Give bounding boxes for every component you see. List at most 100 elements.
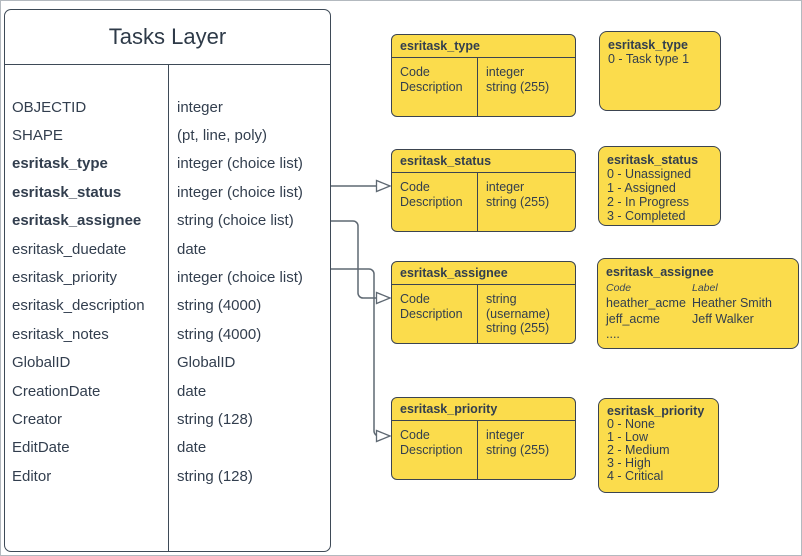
value-box-title: esritask_type	[608, 38, 688, 52]
value-box-esritask-type: esritask_type 0 - Task type 1	[599, 31, 721, 111]
assignee-code: heather_acme	[606, 296, 686, 310]
field-row-esritask-notes: esritask_notes string (4000)	[5, 320, 330, 348]
tasks-layer-body: OBJECTID integer SHAPE (pt, line, poly) es…	[5, 65, 330, 552]
field-type: string (choice list)	[177, 212, 294, 230]
schema-field: Code	[400, 65, 430, 79]
schema-box-body: Code Description string (username) strin…	[392, 285, 575, 344]
field-name: SHAPE	[12, 127, 63, 145]
schema-type: integer	[486, 428, 525, 442]
field-row-objectid: OBJECTID integer	[5, 93, 330, 121]
schema-fields-cell: Code Description	[392, 421, 477, 480]
field-type: GlobalID	[177, 354, 236, 372]
field-name: esritask_notes	[12, 325, 109, 343]
assignee-code-header: Code	[606, 281, 632, 294]
assignee-code: jeff_acme	[606, 311, 660, 326]
field-row-shape: SHAPE (pt, line, poly)	[5, 121, 330, 149]
connector-priority	[331, 268, 380, 437]
arrowhead-assignee	[375, 291, 392, 305]
connector-assignee	[331, 220, 377, 299]
schema-types-cell: integer string (255)	[477, 58, 575, 117]
tasks-layer-title: Tasks Layer	[5, 10, 330, 65]
field-type: integer (choice list)	[177, 269, 303, 287]
value-box-esritask-status: esritask_status 0 - Unassigned 1 - Assig…	[598, 146, 721, 226]
schema-type: string (255)	[486, 79, 550, 94]
schema-box-title: esritask_assignee	[392, 262, 575, 285]
schema-field: Description	[400, 306, 463, 321]
value-item: 1 - Low	[607, 429, 648, 444]
schema-type: string (255)	[486, 442, 550, 457]
field-row-esritask-assignee: esritask_assignee string (choice list)	[5, 207, 330, 235]
schema-type: string (255)	[486, 321, 550, 335]
value-item: 3 - Completed	[607, 209, 686, 223]
assignee-ellipsis: ....	[606, 327, 620, 341]
field-row-creator: Creator string (128)	[5, 405, 330, 433]
field-row-esritask-priority: esritask_priority integer (choice list)	[5, 263, 330, 291]
value-item: 1 - Assigned	[607, 181, 676, 195]
tasks-layer-table: Tasks Layer OBJECTID integer SHAPE (pt, li…	[4, 9, 331, 552]
schema-types-cell: integer string (255)	[477, 173, 575, 232]
assignee-row: jeff_acme Jeff Walker	[606, 312, 790, 328]
field-name: OBJECTID	[12, 98, 87, 116]
schema-box-title: esritask_type	[392, 35, 575, 58]
field-type: date	[177, 439, 207, 457]
schema-box-body: Code Description integer string (255)	[392, 421, 575, 480]
assignee-label-header: Label	[692, 281, 718, 294]
schema-type: integer	[486, 65, 525, 79]
arrowhead-status	[375, 179, 392, 193]
field-name: esritask_duedate	[12, 240, 127, 258]
field-name: esritask_description	[12, 297, 145, 315]
field-name: esritask_assignee	[12, 212, 142, 230]
schema-box-title: esritask_status	[392, 150, 575, 173]
schema-box-esritask-status: esritask_status Code Description integer…	[391, 149, 576, 232]
field-row-esritask-type: esritask_type integer (choice list)	[5, 150, 330, 178]
value-box-title: esritask_priority	[607, 404, 705, 418]
field-type: integer (choice list)	[177, 155, 303, 173]
field-type: integer (choice list)	[177, 183, 303, 201]
schema-box-esritask-assignee: esritask_assignee Code Description strin…	[391, 261, 576, 344]
schema-type: string (255)	[486, 194, 550, 209]
arrowhead-priority	[375, 429, 392, 443]
field-type: string (128)	[177, 410, 253, 428]
value-item: 3 - High	[607, 455, 651, 470]
value-box-esritask-assignee: esritask_assignee Code Label heather_acm…	[597, 258, 799, 349]
value-item: 0 - Unassigned	[607, 167, 692, 181]
field-name: esritask_priority	[12, 269, 118, 287]
schema-fields-cell: Code Description	[392, 173, 477, 232]
field-type: (pt, line, poly)	[177, 127, 268, 145]
value-item: 0 - Task type 1	[608, 52, 690, 66]
schema-box-title: esritask_priority	[392, 398, 575, 421]
value-item: 0 - None	[607, 416, 655, 431]
field-type: integer	[177, 98, 223, 116]
value-item: 2 - In Progress	[607, 195, 689, 209]
assignee-row: heather_acme Heather Smith	[606, 296, 790, 312]
field-row-esritask-duedate: esritask_duedate date	[5, 235, 330, 263]
schema-type: integer	[486, 180, 525, 194]
field-name: EditDate	[12, 439, 70, 457]
schema-field: Code	[400, 428, 430, 442]
schema-fields-cell: Code Description	[392, 285, 477, 344]
value-box-esritask-priority: esritask_priority 0 - None 1 - Low 2 - M…	[598, 398, 719, 493]
field-type: date	[177, 240, 207, 258]
field-row-editdate: EditDate date	[5, 434, 330, 462]
assignee-label: Jeff Walker	[692, 311, 754, 326]
schema-box-body: Code Description integer string (255)	[392, 58, 575, 117]
column-divider	[168, 65, 169, 552]
field-name: Editor	[12, 467, 52, 485]
field-type: string (4000)	[177, 325, 262, 343]
schema-box-body: Code Description integer string (255)	[392, 173, 575, 232]
value-item: 4 - Critical	[607, 468, 664, 483]
schema-box-esritask-type: esritask_type Code Description integer s…	[391, 34, 576, 117]
field-name: esritask_type	[12, 155, 108, 173]
schema-type: string (username)	[486, 292, 550, 321]
schema-types-cell: integer string (255)	[477, 421, 575, 480]
field-name: CreationDate	[12, 382, 101, 400]
field-type: string (128)	[177, 467, 253, 485]
field-row-editor: Editor string (128)	[5, 462, 330, 490]
schema-box-esritask-priority: esritask_priority Code Description integ…	[391, 397, 576, 480]
field-name: Creator	[12, 410, 63, 428]
value-item: 2 - Medium	[607, 442, 670, 457]
